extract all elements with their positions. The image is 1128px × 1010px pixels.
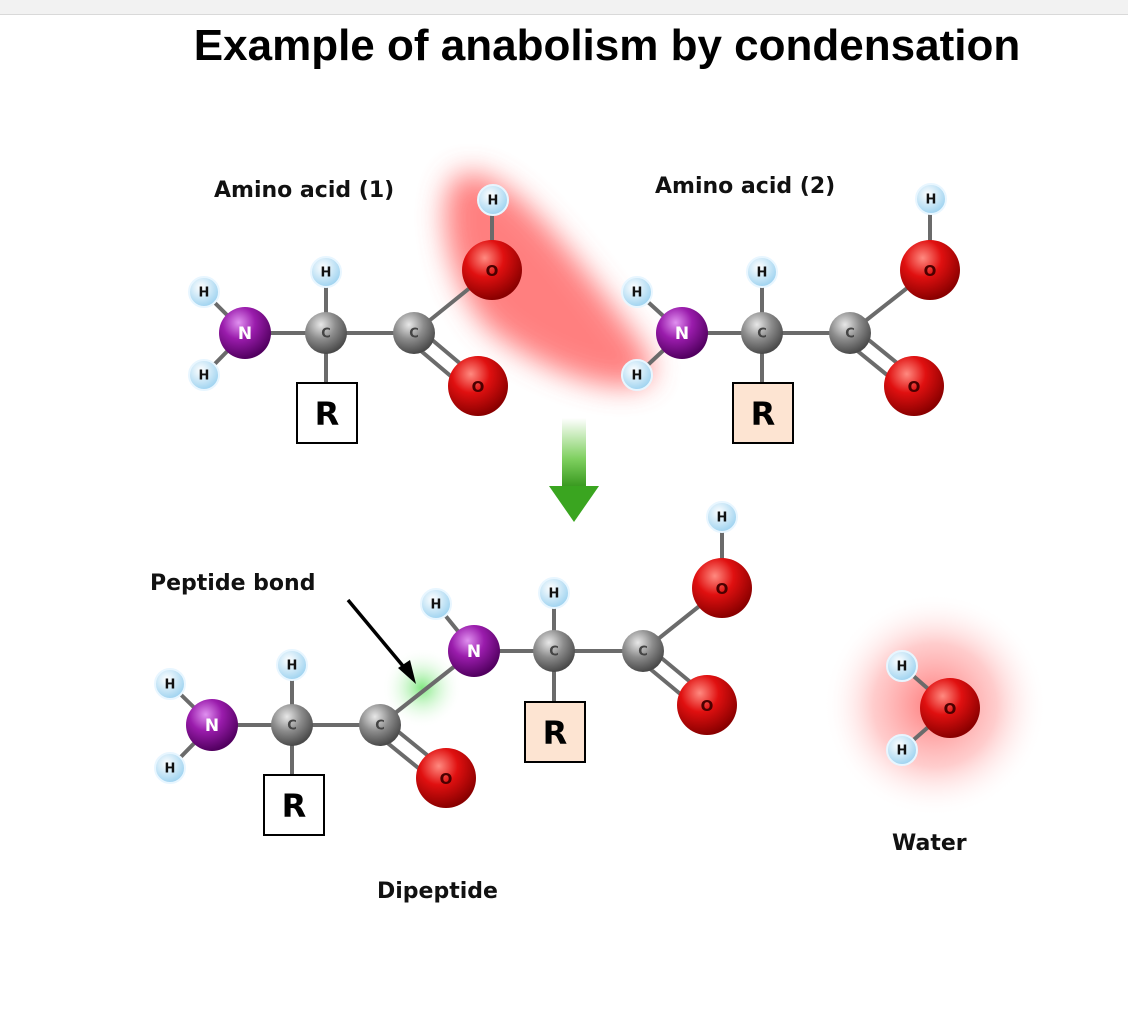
r-group-label: R xyxy=(315,395,340,433)
hydrogen-atom-label: H xyxy=(926,193,937,208)
nitrogen-atom-label: N xyxy=(238,324,252,344)
hydrogen-atom-label: H xyxy=(199,369,210,384)
carbon-atom: C xyxy=(359,704,401,746)
oxygen-atom-label: O xyxy=(924,262,937,280)
label-amino-acid-2: Amino acid (2) xyxy=(655,174,835,199)
oxygen-atom-label: O xyxy=(472,378,485,396)
oxygen-atom-label: O xyxy=(440,770,453,788)
oxygen-atom-label: O xyxy=(486,262,499,280)
hydrogen-atom-label: H xyxy=(165,678,176,693)
carbon-atom: C xyxy=(533,630,575,672)
carbon-atom-label: C xyxy=(845,327,855,342)
hydrogen-atom-label: H xyxy=(897,660,908,675)
hydrogen-atom: H xyxy=(746,256,778,288)
hydrogen-atom-label: H xyxy=(165,762,176,777)
hydrogen-atom: H xyxy=(915,183,947,215)
carbon-atom-label: C xyxy=(757,327,767,342)
hydrogen-atom: H xyxy=(538,577,570,609)
nitrogen-atom-label: N xyxy=(675,324,689,344)
hydrogen-atom-label: H xyxy=(632,286,643,301)
oxygen-atom: O xyxy=(920,678,980,738)
r-group-label: R xyxy=(282,787,307,825)
hydrogen-atom-label: H xyxy=(287,659,298,674)
window-top-strip xyxy=(0,0,1128,15)
oxygen-atom: O xyxy=(462,240,522,300)
hydrogen-atom-label: H xyxy=(431,598,442,613)
carbon-atom: C xyxy=(741,312,783,354)
oxygen-atom: O xyxy=(677,675,737,735)
label-water: Water xyxy=(892,831,967,856)
oxygen-atom: O xyxy=(884,356,944,416)
r-group-box-aa1: R xyxy=(296,382,358,444)
hydrogen-atom: H xyxy=(310,256,342,288)
nitrogen-atom-label: N xyxy=(467,642,481,662)
nitrogen-atom: N xyxy=(656,307,708,359)
nitrogen-atom: N xyxy=(219,307,271,359)
hydrogen-atom: H xyxy=(886,734,918,766)
hydrogen-atom: H xyxy=(886,650,918,682)
oxygen-atom: O xyxy=(692,558,752,618)
carbon-atom-label: C xyxy=(321,327,331,342)
hydrogen-atom-label: H xyxy=(632,369,643,384)
hydrogen-atom-label: H xyxy=(717,511,728,526)
hydrogen-atom: H xyxy=(188,276,220,308)
oxygen-atom: O xyxy=(448,356,508,416)
carbon-atom-label: C xyxy=(375,719,385,734)
r-group-box-dipeptide-1: R xyxy=(263,774,325,836)
oxygen-atom-label: O xyxy=(701,697,714,715)
oxygen-atom-label: O xyxy=(908,378,921,396)
reaction-arrow xyxy=(549,418,599,522)
oxygen-atom-label: O xyxy=(944,700,957,718)
slide-title: Example of anabolism by condensation xyxy=(193,21,1021,70)
carbon-atom: C xyxy=(305,312,347,354)
carbon-atom: C xyxy=(271,704,313,746)
hydrogen-atom: H xyxy=(154,668,186,700)
hydrogen-atom: H xyxy=(477,184,509,216)
hydrogen-atom-label: H xyxy=(488,194,499,209)
atoms-layer: H H N H C C O H O H H N H C C O H O H H N H C C O H N H C C O H O H H O xyxy=(154,183,980,808)
peptide-bond-pointer xyxy=(346,598,416,684)
carbon-atom: C xyxy=(829,312,871,354)
carbon-atom-label: C xyxy=(549,645,559,660)
oxygen-atom-label: O xyxy=(716,580,729,598)
hydrogen-atom: H xyxy=(188,359,220,391)
r-group-box-aa2: R xyxy=(732,382,794,444)
label-dipeptide: Dipeptide xyxy=(377,879,498,904)
hydrogen-atom: H xyxy=(621,359,653,391)
nitrogen-atom: N xyxy=(186,699,238,751)
nitrogen-atom: N xyxy=(448,625,500,677)
hydrogen-atom-label: H xyxy=(897,744,908,759)
label-peptide-bond: Peptide bond xyxy=(150,571,315,596)
carbon-atom-label: C xyxy=(409,327,419,342)
hydrogen-atom: H xyxy=(420,588,452,620)
hydrogen-atom: H xyxy=(621,276,653,308)
condensation-highlight xyxy=(444,173,652,387)
r-group-label: R xyxy=(751,395,776,433)
hydrogen-atom-label: H xyxy=(321,266,332,281)
hydrogen-atom-label: H xyxy=(757,266,768,281)
carbon-atom: C xyxy=(622,630,664,672)
carbon-atom: C xyxy=(393,312,435,354)
carbon-atom-label: C xyxy=(287,719,297,734)
hydrogen-atom: H xyxy=(706,501,738,533)
r-group-box-dipeptide-2: R xyxy=(524,701,586,763)
oxygen-atom: O xyxy=(900,240,960,300)
r-group-label: R xyxy=(543,714,568,752)
amino-acid-2 xyxy=(635,198,932,394)
hydrogen-atom: H xyxy=(154,752,186,784)
label-amino-acid-1: Amino acid (1) xyxy=(214,178,394,203)
nitrogen-atom-label: N xyxy=(205,716,219,736)
hydrogen-atom-label: H xyxy=(199,286,210,301)
carbon-atom-label: C xyxy=(638,645,648,660)
oxygen-atom: O xyxy=(416,748,476,808)
hydrogen-atom-label: H xyxy=(549,587,560,602)
hydrogen-atom: H xyxy=(276,649,308,681)
